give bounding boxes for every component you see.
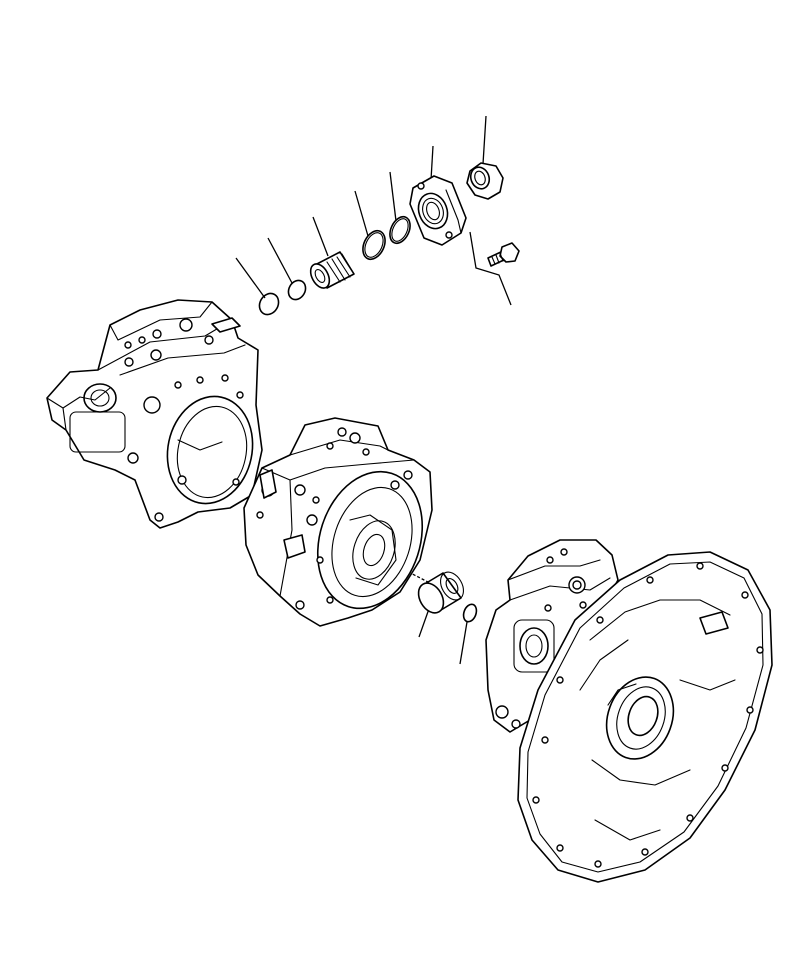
leader-o-ring-large-1 [354,190,369,237]
middle-pump-housing-icon [243,417,433,627]
bolt-icon [487,242,520,267]
rear-pump-housing-icon [46,299,263,529]
leader-bolt [469,231,512,306]
o-ring-small-2-icon [287,279,307,301]
leader-nut [482,115,487,165]
o-ring-large-2-icon [389,215,411,245]
o-ring-large-1-icon [362,229,386,261]
leader-threaded-plug [312,216,329,257]
leader-snap-ring [459,621,468,665]
snap-ring-icon [462,603,478,623]
o-ring-small-1-icon [258,292,280,316]
threaded-plug-icon [309,251,355,289]
front-pump-housing-icon [485,539,773,883]
leader-o-ring-small-1 [235,257,266,299]
leader-flange [430,145,434,181]
nut-icon [466,162,504,200]
leader-o-ring-large-2 [389,171,397,222]
bushing-icon [417,571,465,614]
flange-icon [409,175,467,246]
leader-o-ring-small-2 [267,237,293,284]
